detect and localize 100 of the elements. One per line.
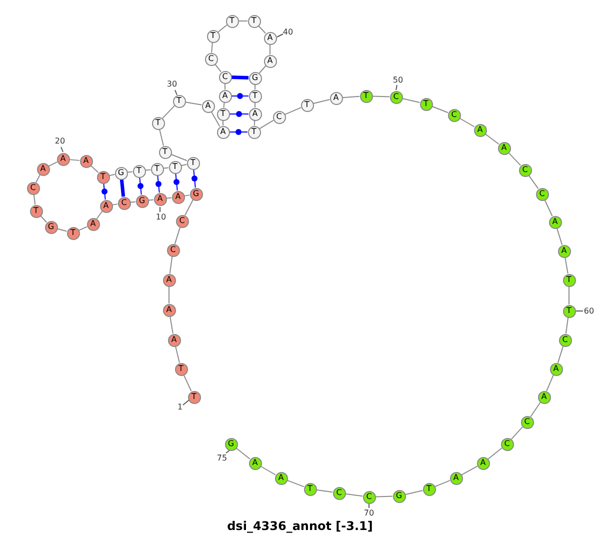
nucleotide-circle (44, 220, 58, 234)
nucleotide-circle (188, 390, 200, 404)
base-letter: C (222, 73, 228, 81)
base-letter: T (364, 92, 368, 100)
nucleotide-circle (162, 304, 176, 316)
nucleotide-circle (168, 160, 182, 174)
nucleotide-circle (558, 334, 572, 346)
nucleotide-circle (272, 110, 286, 124)
nucleotide-circle (558, 244, 570, 258)
base-letter: A (175, 193, 181, 201)
base-letter: C (30, 184, 36, 192)
base-letter: A (157, 195, 163, 203)
base-letter: T (136, 167, 142, 175)
base-letter: A (477, 126, 483, 134)
base-letter: C (451, 111, 457, 119)
nucleotide-circle (248, 108, 262, 120)
nucleotide-circle (362, 490, 376, 504)
base-letter: C (170, 246, 176, 254)
base-letter: A (267, 57, 273, 65)
base-letter: T (190, 159, 196, 167)
base-letter: A (541, 393, 547, 401)
base-letter: A (267, 34, 273, 42)
base-letter: G (118, 169, 124, 177)
base-letter: C (562, 336, 568, 344)
base-letter: T (154, 165, 160, 173)
base-letter: A (480, 459, 486, 467)
base-letter: A (40, 165, 46, 173)
base-letter: G (138, 197, 146, 205)
nucleotide-circle (86, 218, 100, 230)
nucleotide-circle (390, 90, 402, 104)
nucleotide-circle (190, 188, 202, 200)
nucleotide-circle (218, 70, 232, 84)
nucleotide-circle (248, 90, 262, 102)
base-letter: C (393, 93, 399, 101)
position-number: 40 (282, 28, 294, 36)
base-letter: T (34, 207, 38, 215)
position-number: 10 (156, 212, 166, 222)
nucleotide-circle (498, 142, 510, 154)
nucleotide-circle (562, 304, 576, 318)
nucleotide-circle (300, 98, 314, 112)
nucleotide-circle (100, 200, 112, 212)
nucleotide-circle (226, 14, 238, 28)
nucleotide-circle (500, 438, 514, 450)
nucleotide-circle (562, 274, 576, 286)
base-letter: G (396, 492, 402, 500)
base-letter: A (222, 92, 228, 100)
base-letter: A (333, 94, 339, 102)
nucleotide-circle (450, 472, 462, 484)
base-letter: A (205, 102, 211, 110)
nucleotide-circle (66, 226, 80, 240)
base-letter: A (220, 128, 226, 136)
base-letter: A (561, 247, 567, 255)
base-letter: C (524, 418, 530, 426)
position-number: 70 (364, 508, 374, 518)
base-letter: C (539, 190, 545, 198)
position-number: 20 (54, 136, 66, 146)
nucleotide-circle (518, 164, 532, 176)
nucleotide-circle (172, 190, 184, 204)
nucleotide-circle (422, 482, 436, 496)
base-letter: A (553, 365, 559, 373)
nucleotide-circle (248, 456, 262, 470)
base-letter: T (176, 97, 182, 105)
base-letter: T (566, 307, 572, 315)
base-letter: A (453, 474, 459, 482)
nucleotide-circle (132, 164, 146, 178)
base-letter: A (252, 110, 258, 118)
base-letter: A (501, 144, 507, 152)
nucleotide-circle (224, 438, 238, 450)
nucleotide-circle (476, 456, 490, 470)
base-letter: A (90, 220, 96, 228)
nucleotide-circle (360, 90, 372, 102)
title: dsi_4336_annot [-3.1] (227, 519, 373, 533)
base-letter: T (192, 393, 196, 401)
base-letter: G (228, 440, 234, 448)
base-letter: C (336, 489, 342, 497)
nucleotide-circle (186, 156, 200, 170)
nucleotide-circle (248, 14, 260, 28)
nucleotide-circle (448, 108, 460, 122)
base-letter: A (166, 306, 172, 314)
base-letter: T (252, 17, 256, 25)
nucleotide-circle (274, 472, 288, 484)
nucleotide-circle (56, 152, 70, 166)
nucleotide-circle (264, 32, 276, 44)
nucleotide-circle (202, 100, 214, 112)
nucleotide-circle (204, 52, 218, 66)
base-letter: A (252, 459, 258, 467)
base-letter: T (566, 276, 572, 284)
nucleotide-circle (30, 204, 42, 218)
nucleotide-circle (216, 108, 230, 120)
nucleotide-circle (36, 162, 50, 176)
base-letter: A (278, 474, 284, 482)
nucleotide-circle (538, 390, 550, 404)
base-letter: T (220, 110, 226, 118)
nucleotide-circle (520, 416, 534, 428)
base-letter: A (552, 218, 558, 226)
nucleotide-circle (154, 192, 166, 206)
base-letter: A (171, 336, 177, 344)
base-letter: T (304, 101, 310, 109)
nucleotide-circle (118, 196, 130, 210)
base-letter: T (252, 92, 258, 100)
